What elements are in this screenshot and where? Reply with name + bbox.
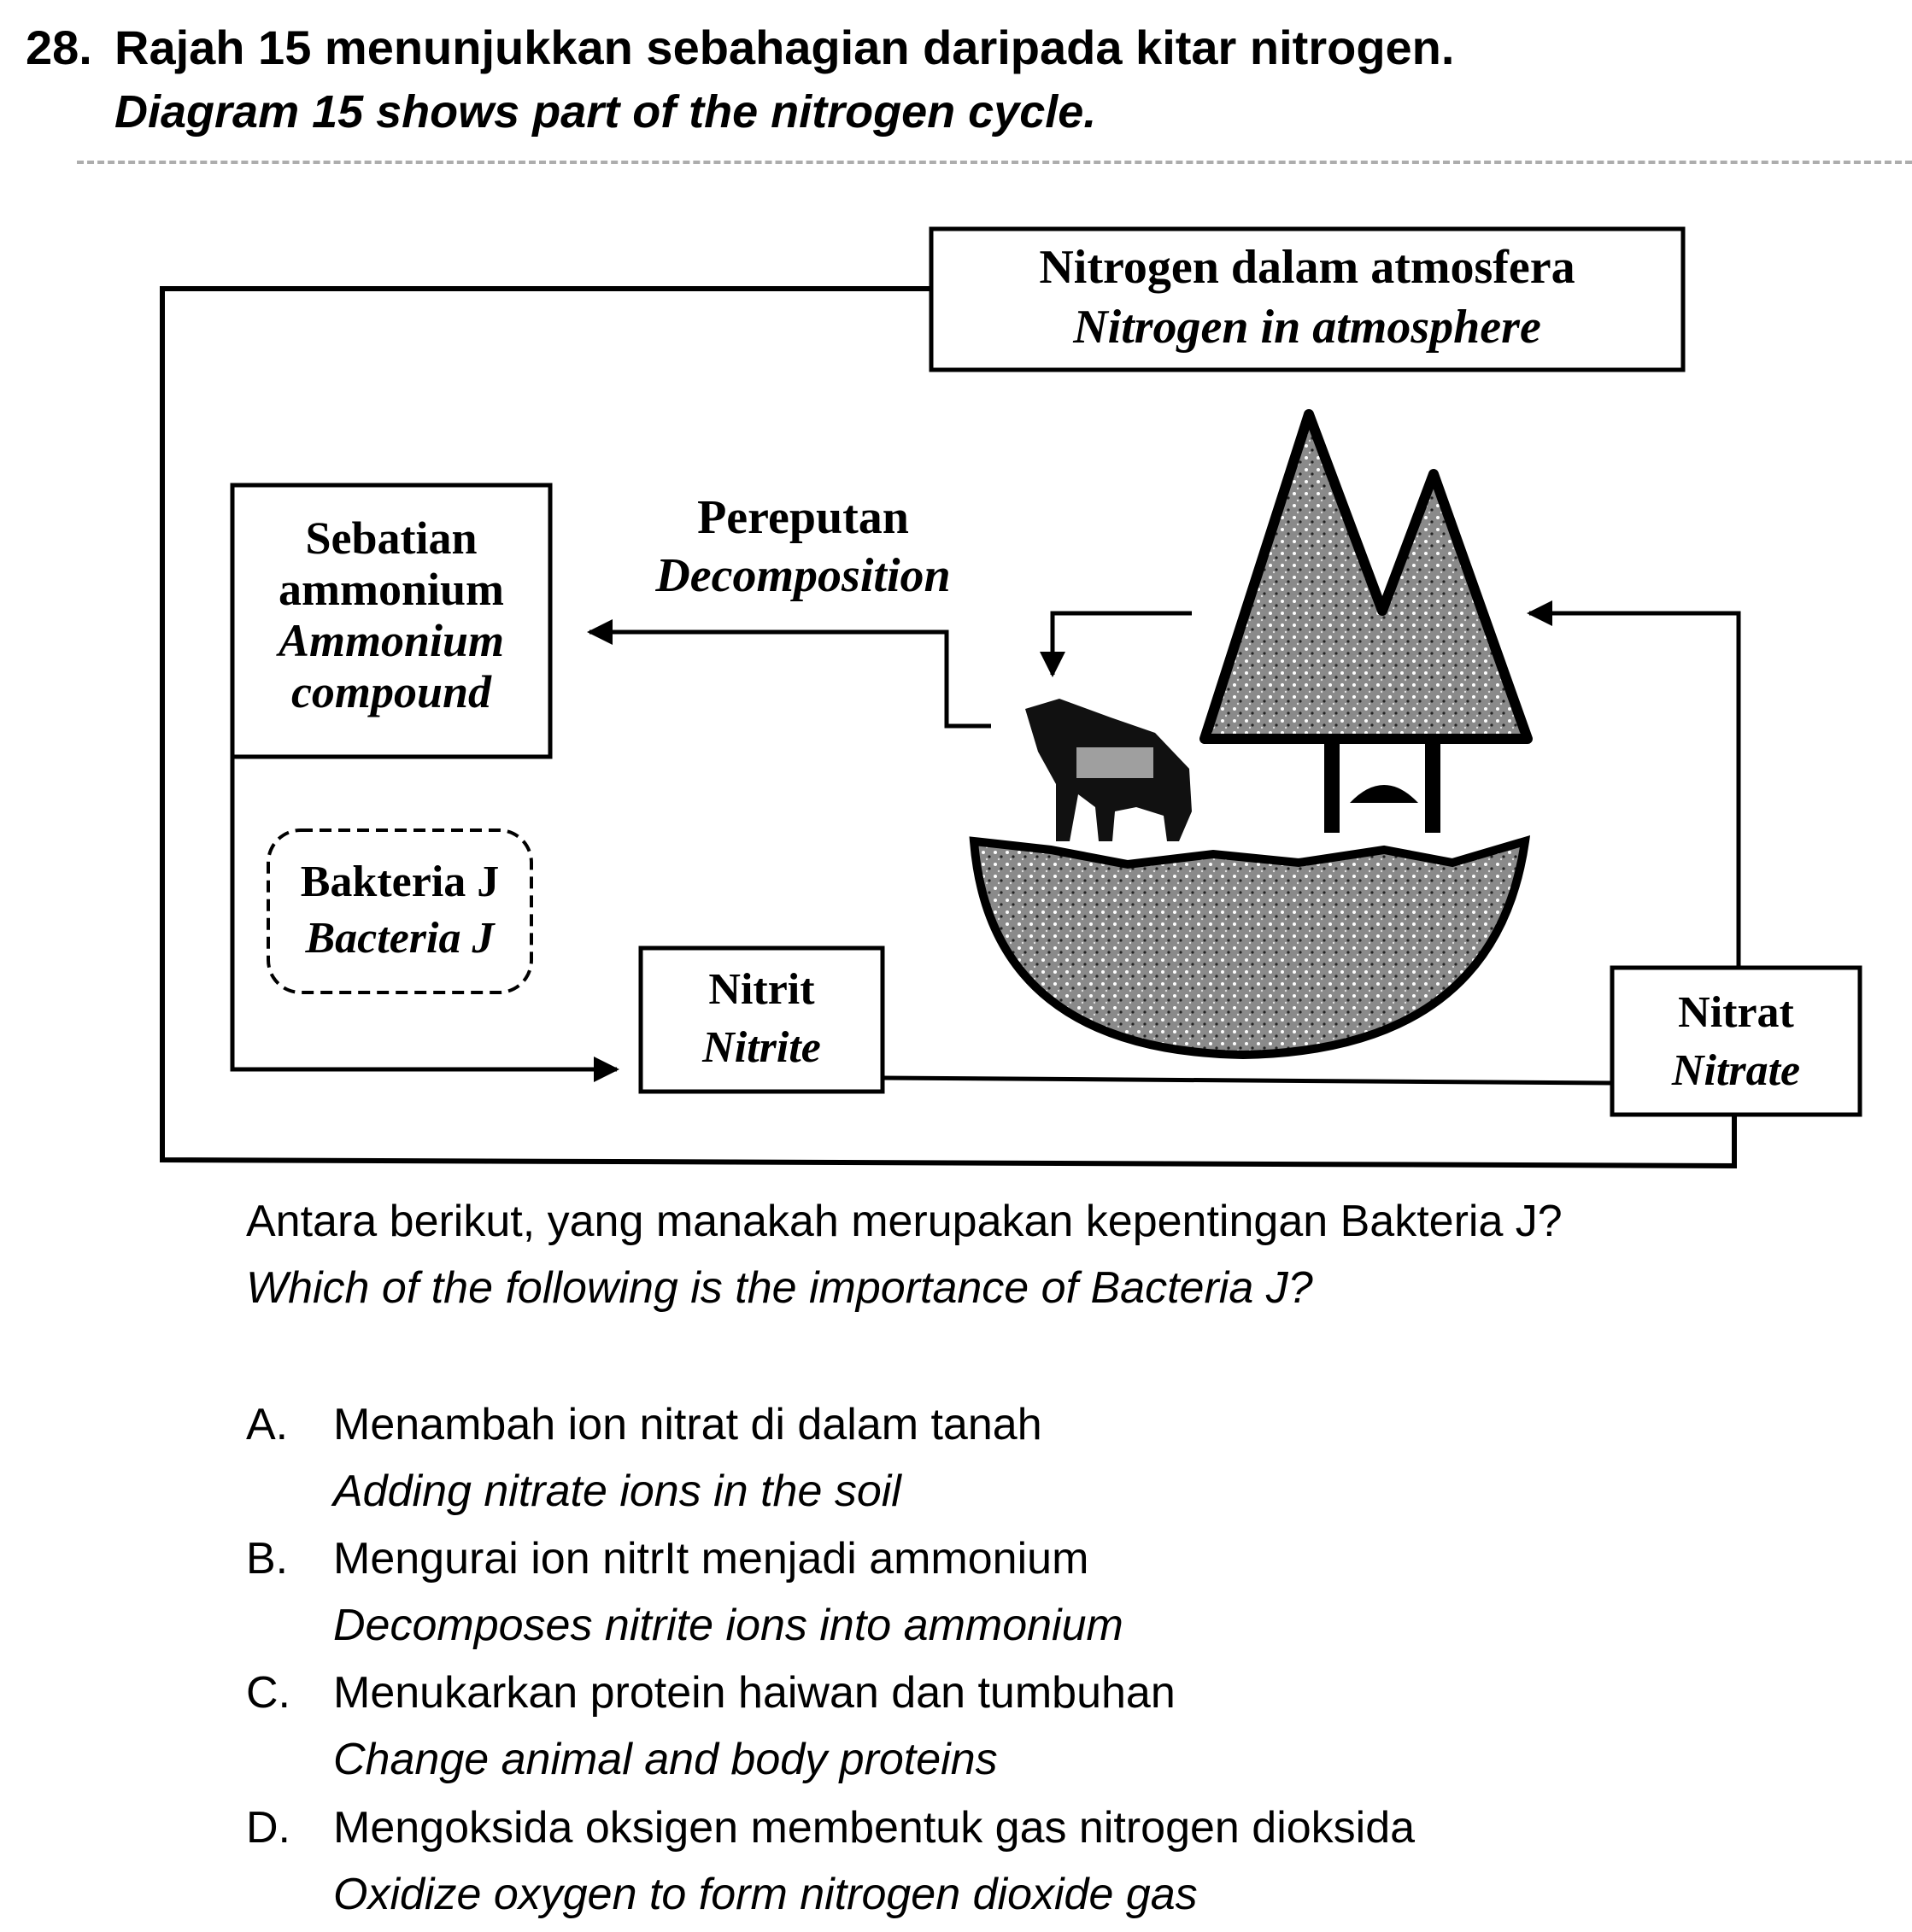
option-a-ms: Menambah ion nitrat di dalam tanah xyxy=(333,1400,1042,1449)
option-a-en: Adding nitrate ions in the soil xyxy=(333,1467,901,1516)
nitrogen-cycle-diagram xyxy=(160,226,1862,1169)
bacteria-en: Bacteria J xyxy=(305,914,495,963)
nitrite-ms: Nitrit xyxy=(708,965,815,1014)
tree-trunk-right xyxy=(1425,739,1440,833)
animal xyxy=(1025,699,1192,841)
bacteria-ms: Bakteria J xyxy=(300,858,500,906)
nitrite-box xyxy=(638,946,885,1094)
ammonium-ms-1: Sebatian xyxy=(305,512,478,564)
plant-to-animal-arrow xyxy=(1040,611,1192,677)
ammonium-en-2: compound xyxy=(290,666,492,717)
atmosphere-en: Nitrogen in atmosphere xyxy=(1073,301,1541,354)
option-d-ms: Mengoksida oksigen membentuk gas nitroge… xyxy=(333,1803,1416,1853)
question-title: 28. Rajah 15 menunjukkan sebahagian darip… xyxy=(26,15,1454,80)
divider xyxy=(77,161,1912,164)
nitrate-box xyxy=(1610,965,1862,1117)
atmosphere-ms: Nitrogen dalam atmosfera xyxy=(1039,241,1575,294)
question-number: 28. xyxy=(26,20,92,74)
ammonium-ms-2: ammonium xyxy=(278,564,504,615)
atmosphere-label: Nitrogen dalam atmosfera Nitrogen in atm… xyxy=(931,237,1683,357)
option-b[interactable]: B. Mengurai ion nitrIt menjadi ammonium xyxy=(246,1533,1088,1584)
ammonium-box xyxy=(230,483,553,759)
prompt-ms: Antara berikut, yang manakah merupakan k… xyxy=(246,1197,1563,1246)
nitrate-to-plant-arrow xyxy=(1527,600,1741,968)
option-c[interactable]: C. Menukarkan protein haiwan dan tumbuhan xyxy=(246,1667,1176,1718)
nitrite-to-nitrate-line xyxy=(882,1075,1613,1086)
option-d-letter: D. xyxy=(246,1803,290,1853)
bacteria-box xyxy=(267,828,533,994)
ammonium-en-1: Ammonium xyxy=(278,615,505,666)
decomposition-label: Pereputan Decomposition xyxy=(615,489,991,605)
nitrate-en: Nitrate xyxy=(1671,1046,1801,1095)
atmosphere-box xyxy=(929,226,1686,372)
decomposition-arrow xyxy=(587,619,991,729)
option-b-en: Decomposes nitrite ions into ammonium xyxy=(333,1601,1123,1650)
question-title-en: Diagram 15 shows part of the nitrogen cy… xyxy=(114,86,1097,138)
nitrate-ms: Nitrat xyxy=(1678,988,1794,1037)
tree-trunk-left xyxy=(1324,739,1340,833)
option-c-en: Change animal and body proteins xyxy=(333,1735,998,1784)
soil-bowl xyxy=(969,835,1531,1060)
cycle-outer-line xyxy=(160,286,1737,1169)
prompt-en: Which of the following is the importance… xyxy=(246,1263,1313,1313)
nitrate-label: Nitrat Nitrate xyxy=(1612,984,1860,1100)
question-title-ms: Rajah 15 menunjukkan sebahagian daripada… xyxy=(114,20,1455,74)
decomposition-en: Decomposition xyxy=(655,549,951,602)
option-b-letter: B. xyxy=(246,1534,289,1584)
option-d[interactable]: D. Mengoksida oksigen membentuk gas nitro… xyxy=(246,1802,1415,1853)
option-a-letter: A. xyxy=(246,1400,289,1449)
option-b-ms: Mengurai ion nitrIt menjadi ammonium xyxy=(333,1534,1089,1584)
trees xyxy=(1199,409,1533,744)
nitrite-en: Nitrite xyxy=(702,1023,821,1072)
option-c-ms: Menukarkan protein haiwan dan tumbuhan xyxy=(333,1668,1176,1718)
mound xyxy=(1350,785,1418,803)
option-a[interactable]: A. Menambah ion nitrat di dalam tanah xyxy=(246,1399,1042,1450)
decomposition-ms: Pereputan xyxy=(697,491,909,544)
ammonium-to-nitrite-arrow xyxy=(230,757,619,1082)
option-c-letter: C. xyxy=(246,1668,290,1718)
ecosystem-illustration xyxy=(969,409,1533,1060)
nitrite-label: Nitrit Nitrite xyxy=(641,961,883,1077)
bacteria-label: Bakteria J Bacteria J xyxy=(268,854,531,967)
option-d-en: Oxidize oxygen to form nitrogen dioxide … xyxy=(333,1870,1198,1919)
ammonium-label: Sebatian ammonium Ammonium compound xyxy=(232,512,550,717)
